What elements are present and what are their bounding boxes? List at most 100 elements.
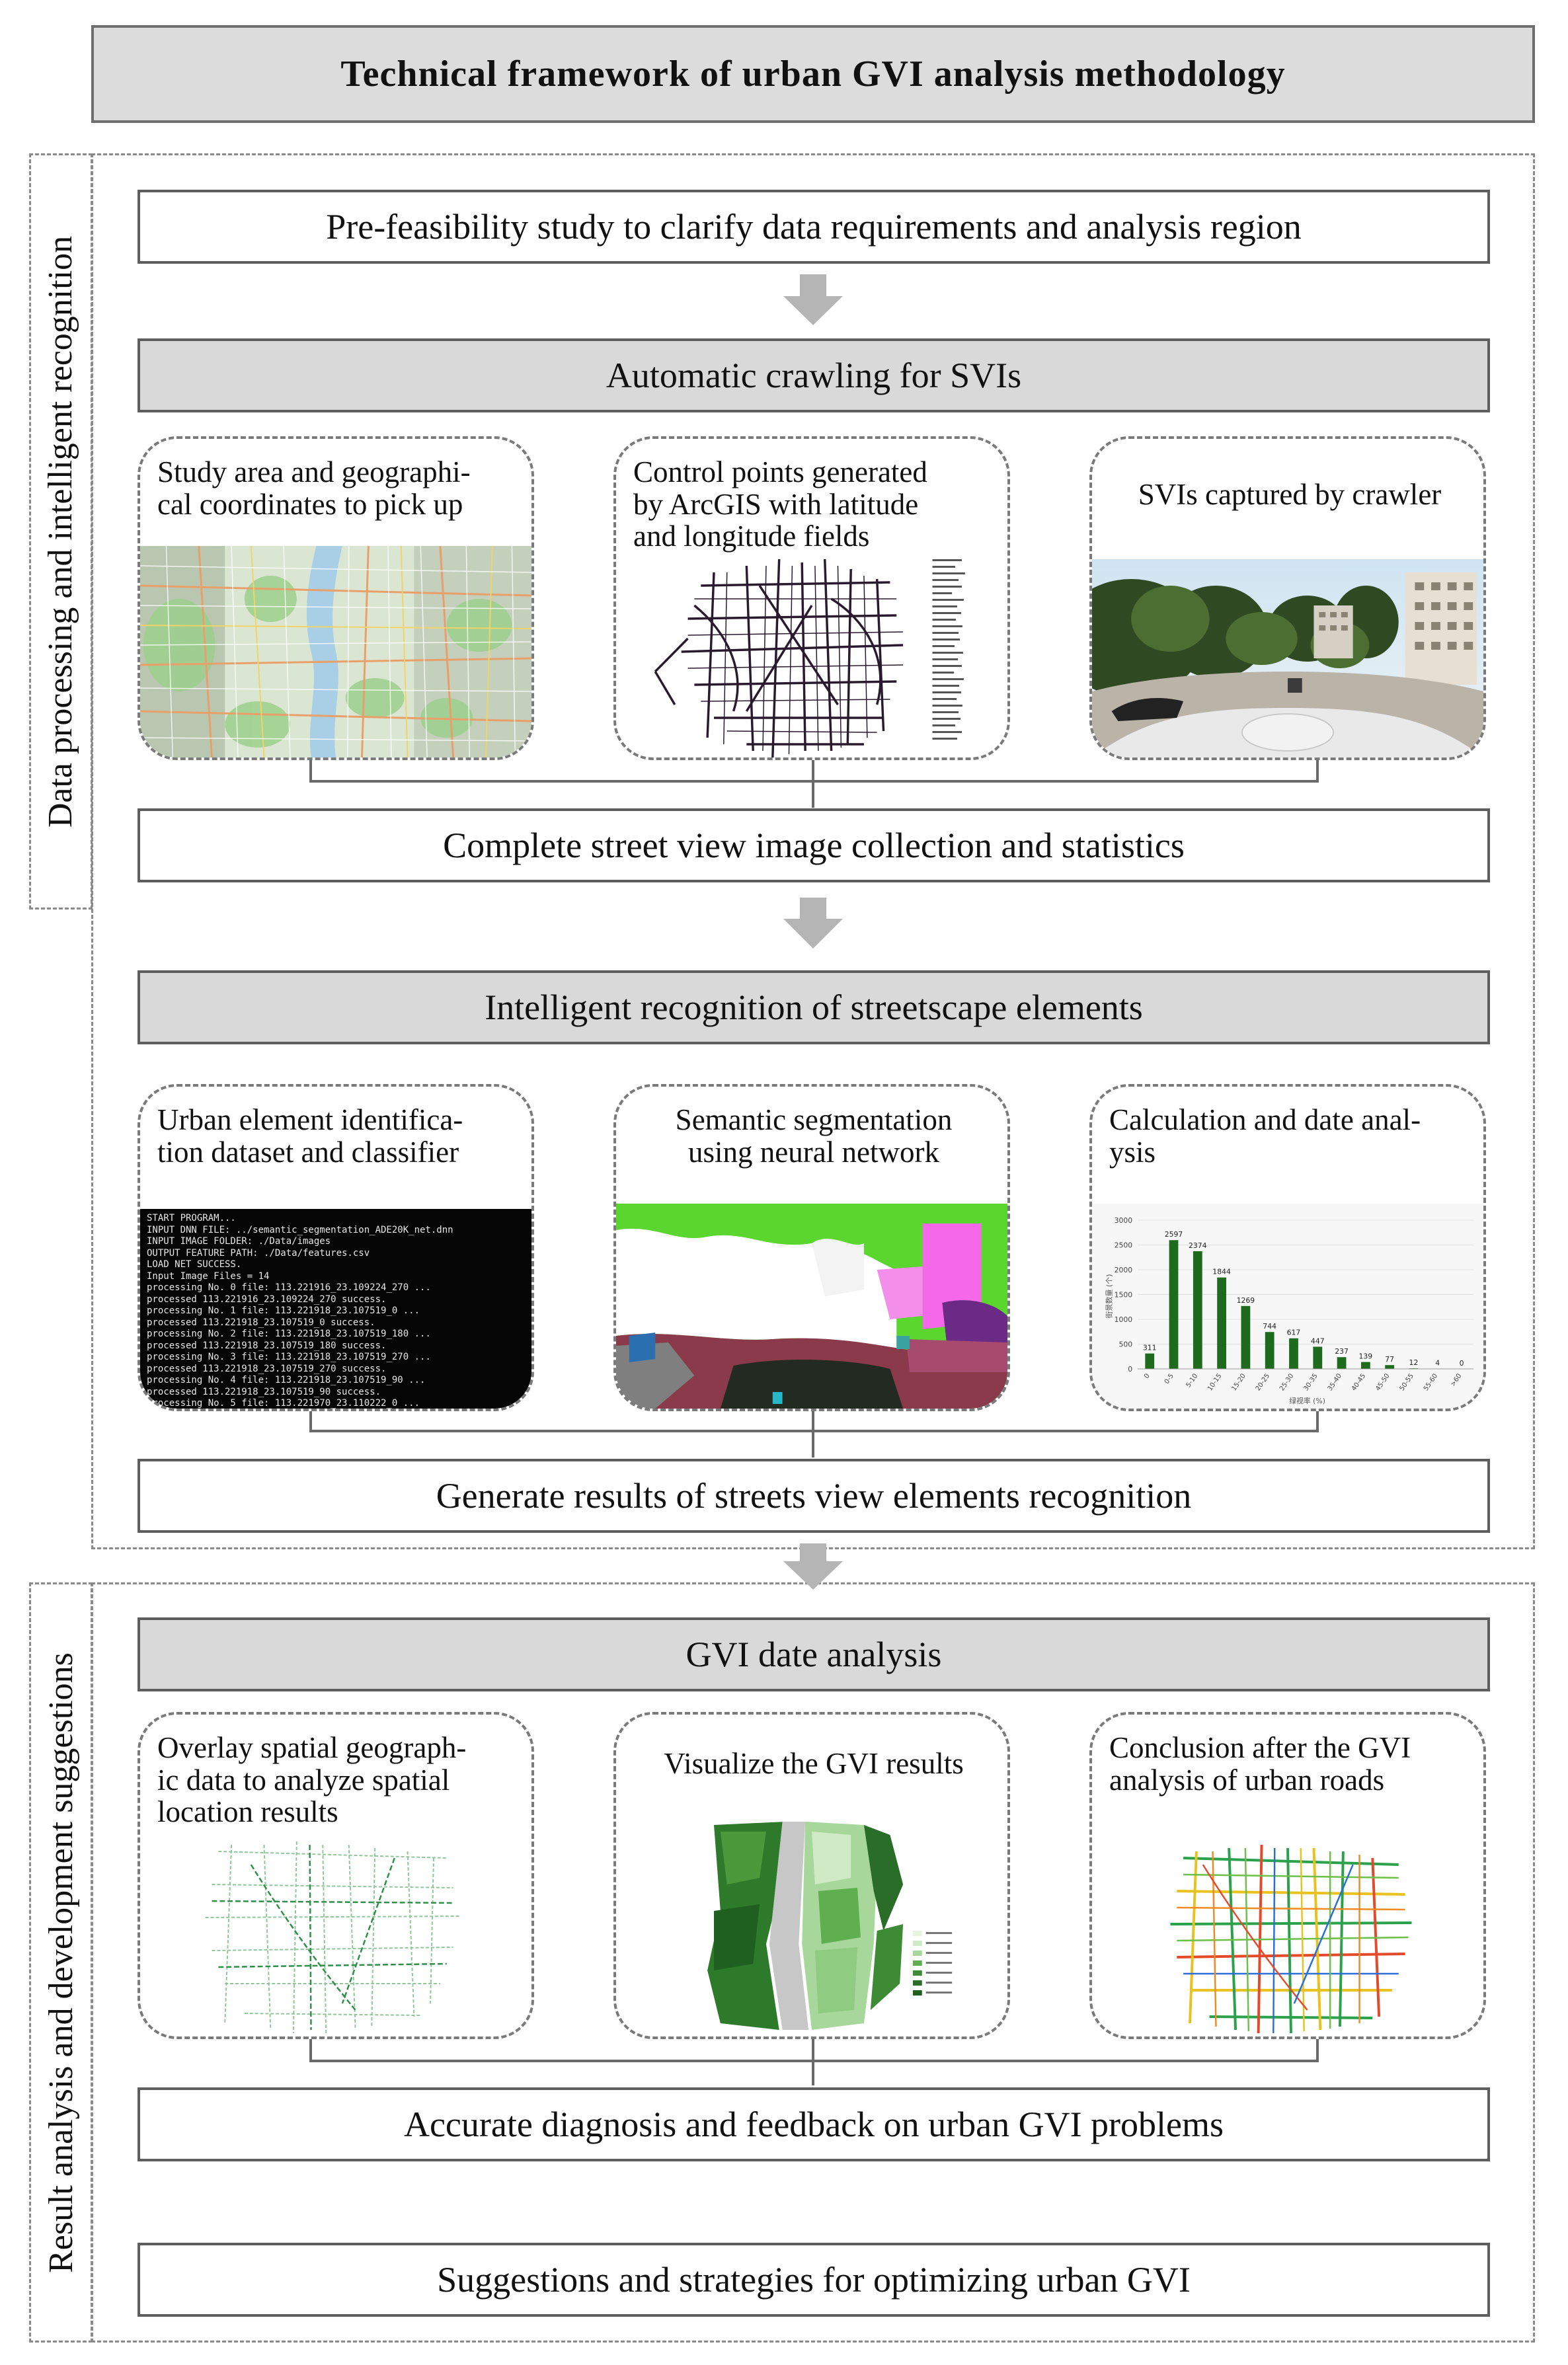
bar-value-label: 4 [1435, 1359, 1440, 1368]
terminal-line: processed 113.221918_23.107519_270 succe… [147, 1363, 387, 1374]
bar [1360, 1362, 1370, 1369]
card-svis-captured-label: SVIs captured by crawler [1138, 478, 1442, 511]
bar-value-label: 12 [1409, 1358, 1419, 1367]
bar [1265, 1332, 1274, 1369]
card-visualize-label: Visualize the GVI results [664, 1747, 964, 1780]
terminal-line: processing No. 3 file: 113.221918_23.107… [147, 1352, 431, 1362]
bar-value-label: 2374 [1189, 1241, 1207, 1250]
card-calculation-label: Calculation and date anal- ysis [1109, 1103, 1421, 1169]
step-prefeasibility: Pre-feasibility study to clarify data re… [137, 190, 1490, 264]
bracket-lines [309, 757, 1319, 2085]
terminal-line: LOAD NET SUCCESS. [147, 1259, 242, 1270]
page-title: Technical framework of urban GVI analysi… [91, 25, 1535, 123]
step-crawling: Automatic crawling for SVIs [137, 338, 1490, 412]
x-tick-label: 50-55 [1399, 1372, 1415, 1392]
y-tick-label: 1500 [1115, 1290, 1133, 1299]
x-tick-label: 25-30 [1278, 1372, 1295, 1392]
terminal-line: processing No. 5 file: 113.221970_23.110… [147, 1398, 420, 1409]
step-recognition: Intelligent recognition of streetscape e… [137, 970, 1490, 1044]
bar-value-label: 311 [1143, 1344, 1157, 1352]
bar-value-label: 2597 [1165, 1230, 1183, 1239]
y-tick-label: 2000 [1115, 1266, 1133, 1274]
card-dataset-label: Urban element identifica- tion dataset a… [157, 1103, 463, 1169]
terminal-line: processing No. 2 file: 113.221918_23.107… [147, 1329, 431, 1339]
bar-value-label: 617 [1287, 1329, 1301, 1337]
step-gvi-analysis: GVI date analysis [137, 1617, 1490, 1691]
terminal-line: processing No. 1 file: 113.221918_23.107… [147, 1305, 420, 1316]
x-tick-label: >60 [1450, 1372, 1464, 1388]
bar [1385, 1365, 1395, 1369]
bar [1193, 1251, 1202, 1369]
segmentation-image [616, 1204, 1007, 1409]
x-tick-label: 55-60 [1423, 1372, 1439, 1392]
x-tick-label: 0 [1143, 1372, 1152, 1380]
card-segmentation-label: Semantic segmentation using neural netwo… [675, 1103, 953, 1169]
road-gvi-map [1170, 1844, 1412, 2034]
x-tick-label: 35-40 [1327, 1372, 1343, 1392]
card-overlay-label: Overlay spatial geograph- ic data to ana… [157, 1731, 467, 1829]
processing-section-tab: Data processing and intelligent recognit… [29, 153, 93, 910]
x-tick-label: 20-25 [1255, 1372, 1271, 1392]
bar-value-label: 77 [1385, 1355, 1394, 1364]
bar [1313, 1346, 1323, 1369]
card-conclusion: Conclusion after the GVI analysis of urb… [1089, 1712, 1486, 2039]
card-study-area-label: Study area and geographi- cal coordinate… [157, 455, 471, 521]
bar-value-label: 0 [1460, 1359, 1464, 1368]
step-diagnosis: Accurate diagnosis and feedback on urban… [137, 2087, 1490, 2161]
terminal-lines: START PROGRAM...INPUT DNN FILE: ../seman… [147, 1213, 525, 1409]
bar-value-label: 744 [1263, 1322, 1276, 1331]
terminal-line: processed 113.221916_23.109224_270 succe… [147, 1294, 387, 1305]
result-section-tab: Result analysis and development suggesti… [29, 1582, 93, 2343]
card-svis-captured: SVIs captured by crawler [1089, 436, 1486, 760]
spatial-overlay-map [205, 1841, 460, 2034]
bar [1241, 1305, 1251, 1369]
y-tick-label: 0 [1128, 1365, 1132, 1374]
bar [1337, 1357, 1347, 1369]
arrow-3 [783, 1543, 843, 1590]
card-conclusion-label: Conclusion after the GVI analysis of urb… [1109, 1731, 1411, 1797]
chart-xlabel: 绿视率 (%) [1289, 1396, 1325, 1405]
road-network-image [654, 559, 965, 757]
bar-value-label: 1844 [1212, 1268, 1231, 1276]
bar-value-label: 139 [1359, 1352, 1373, 1361]
bar [1169, 1240, 1179, 1369]
card-overlay: Overlay spatial geograph- ic data to ana… [137, 1712, 534, 2039]
map-legend [912, 1931, 953, 1996]
gvi-choropleth-map [707, 1822, 953, 2030]
y-tick-label: 2500 [1115, 1241, 1133, 1249]
card-control-points: Control points generated by ArcGIS with … [613, 436, 1010, 760]
x-tick-label: 15-20 [1230, 1372, 1247, 1392]
x-tick-label: 30-35 [1302, 1372, 1319, 1392]
terminal-line: START PROGRAM... [147, 1213, 236, 1223]
arrow-2 [783, 898, 843, 949]
y-tick-label: 3000 [1115, 1216, 1133, 1225]
card-control-points-label: Control points generated by ArcGIS with … [633, 455, 927, 553]
card-study-area: Study area and geographi- cal coordinate… [137, 436, 534, 760]
arrow-1 [783, 274, 843, 325]
terminal-line: processed 113.221918_23.107519_90 succes… [147, 1386, 381, 1397]
street-map-image [140, 546, 531, 757]
card-visualize: Visualize the GVI results [613, 1712, 1010, 2039]
terminal-output: START PROGRAM...INPUT DNN FILE: ../seman… [140, 1209, 531, 1409]
street-view-photo [1092, 559, 1483, 757]
step-suggestions: Suggestions and strategies for optimizin… [137, 2243, 1490, 2317]
terminal-line: processed 113.221918_23.107519_0 success… [147, 1317, 375, 1328]
bar [1289, 1338, 1298, 1369]
x-tick-label: 40-45 [1351, 1372, 1367, 1392]
y-tick-label: 1000 [1115, 1315, 1133, 1324]
x-tick-label: 10-15 [1206, 1372, 1223, 1392]
x-tick-label: 45-50 [1374, 1372, 1391, 1392]
terminal-line: processed 113.221918_23.107519_180 succe… [147, 1340, 387, 1351]
card-dataset: Urban element identifica- tion dataset a… [137, 1084, 534, 1411]
step-generate: Generate results of streets view element… [137, 1459, 1490, 1533]
chart-ylabel: 街景数量 (个) [1105, 1274, 1114, 1319]
card-segmentation: Semantic segmentation using neural netwo… [613, 1084, 1010, 1411]
bar-value-label: 237 [1335, 1347, 1349, 1356]
terminal-line: INPUT IMAGE FOLDER: ./Data/images [147, 1236, 331, 1247]
terminal-line: OUTPUT FEATURE PATH: ./Data/features.csv [147, 1247, 370, 1259]
step-collection: Complete street view image collection an… [137, 808, 1490, 882]
bar-value-label: 1269 [1237, 1296, 1255, 1305]
bar [1145, 1353, 1155, 1369]
terminal-line: processing No. 0 file: 113.221916_23.109… [147, 1282, 431, 1293]
